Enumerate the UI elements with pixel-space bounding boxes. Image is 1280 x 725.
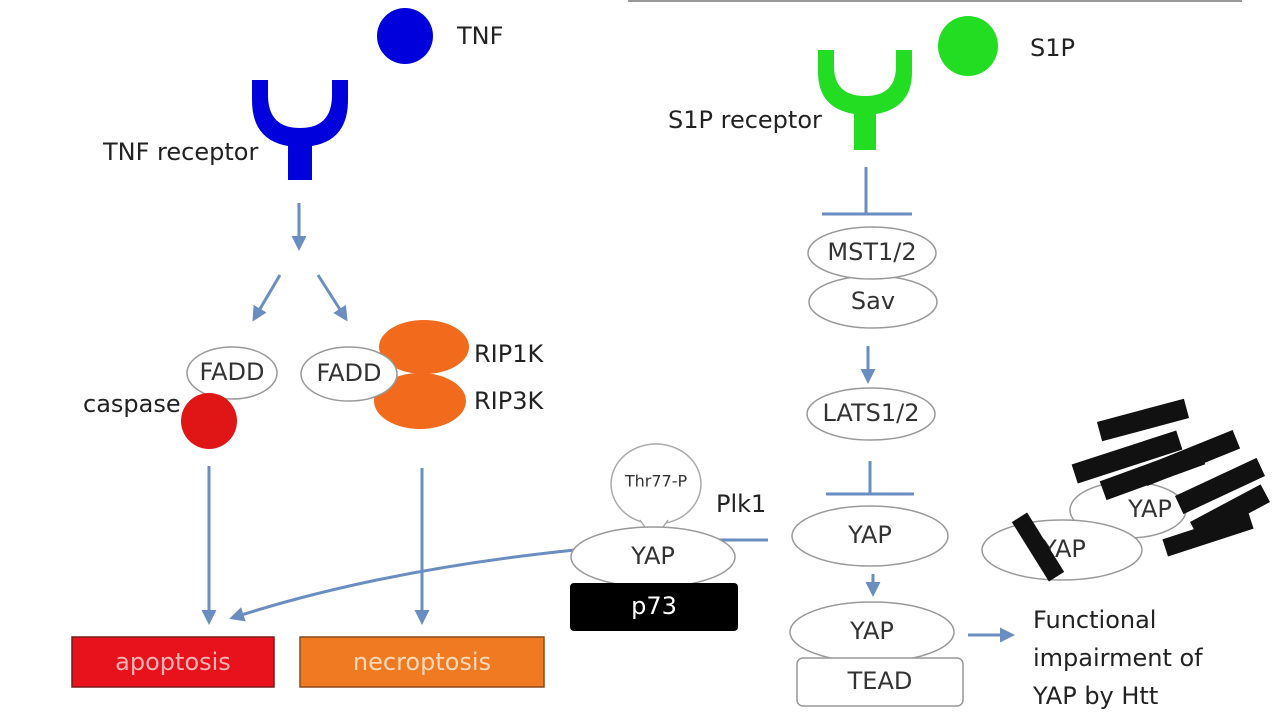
arrow-to-necroptosis-branch	[316, 274, 348, 322]
htt-fibril	[1096, 398, 1190, 442]
yap-htt-label-a: YAP	[1127, 495, 1172, 523]
yap-main-node	[791, 505, 949, 567]
sav-label: Sav	[851, 287, 895, 315]
s1p-ligand	[938, 16, 998, 76]
caspase-label: caspase	[83, 390, 181, 418]
rip3k-label: RIP3K	[474, 387, 544, 415]
fadd-apoptosis-label: FADD	[200, 358, 265, 386]
rip3k-node	[374, 373, 466, 429]
plk1-label: Plk1	[716, 490, 766, 518]
htt-fibril	[1162, 511, 1254, 557]
outcome-line1: Functional	[1033, 606, 1156, 634]
fadd-apoptosis-node	[186, 346, 278, 400]
apoptosis-box	[71, 636, 275, 688]
outcome-line3: YAP by Htt	[1032, 682, 1158, 710]
necroptosis-label: necroptosis	[353, 648, 491, 676]
yap-nuclear-label: YAP	[849, 617, 894, 645]
mst-node	[807, 226, 937, 280]
necroptosis-box	[299, 636, 545, 688]
fadd-necroptosis-node	[300, 346, 398, 402]
tnf-label: TNF	[456, 22, 503, 50]
lats-node	[806, 387, 936, 441]
s1p-receptor-shape	[818, 50, 912, 150]
apoptosis-label: apoptosis	[115, 648, 231, 676]
tnf-receptor-shape	[252, 80, 348, 180]
thr77-label: Thr77-P	[624, 472, 688, 491]
p73-label: p73	[631, 592, 677, 620]
fadd-necroptosis-label: FADD	[317, 359, 382, 387]
htt-fibril	[1011, 512, 1065, 582]
htt-fibril	[1139, 429, 1241, 487]
yap-p73-label: YAP	[630, 542, 675, 570]
htt-aggregates	[1011, 398, 1271, 582]
tead-box	[796, 657, 964, 707]
p73-box	[570, 583, 738, 631]
caspase-node	[181, 393, 237, 449]
tead-label: TEAD	[847, 667, 913, 695]
arrow-yap-to-apoptosis	[229, 548, 576, 622]
s1p-label: S1P	[1030, 34, 1075, 62]
mst-label: MST1/2	[827, 238, 916, 266]
lats-label: LATS1/2	[823, 399, 920, 427]
rip1k-node	[379, 320, 469, 374]
htt-fibril	[1071, 430, 1183, 484]
rip1k-label: RIP1K	[474, 340, 544, 368]
yap-main-label: YAP	[847, 521, 892, 549]
tnf-receptor-label: TNF receptor	[102, 138, 258, 166]
htt-fibril	[1174, 457, 1266, 515]
outcome-line2: impairment of	[1033, 644, 1203, 672]
s1p-receptor-label: S1P receptor	[668, 106, 822, 134]
arrow-to-apoptosis-branch	[252, 274, 282, 322]
tnf-ligand	[377, 8, 433, 64]
